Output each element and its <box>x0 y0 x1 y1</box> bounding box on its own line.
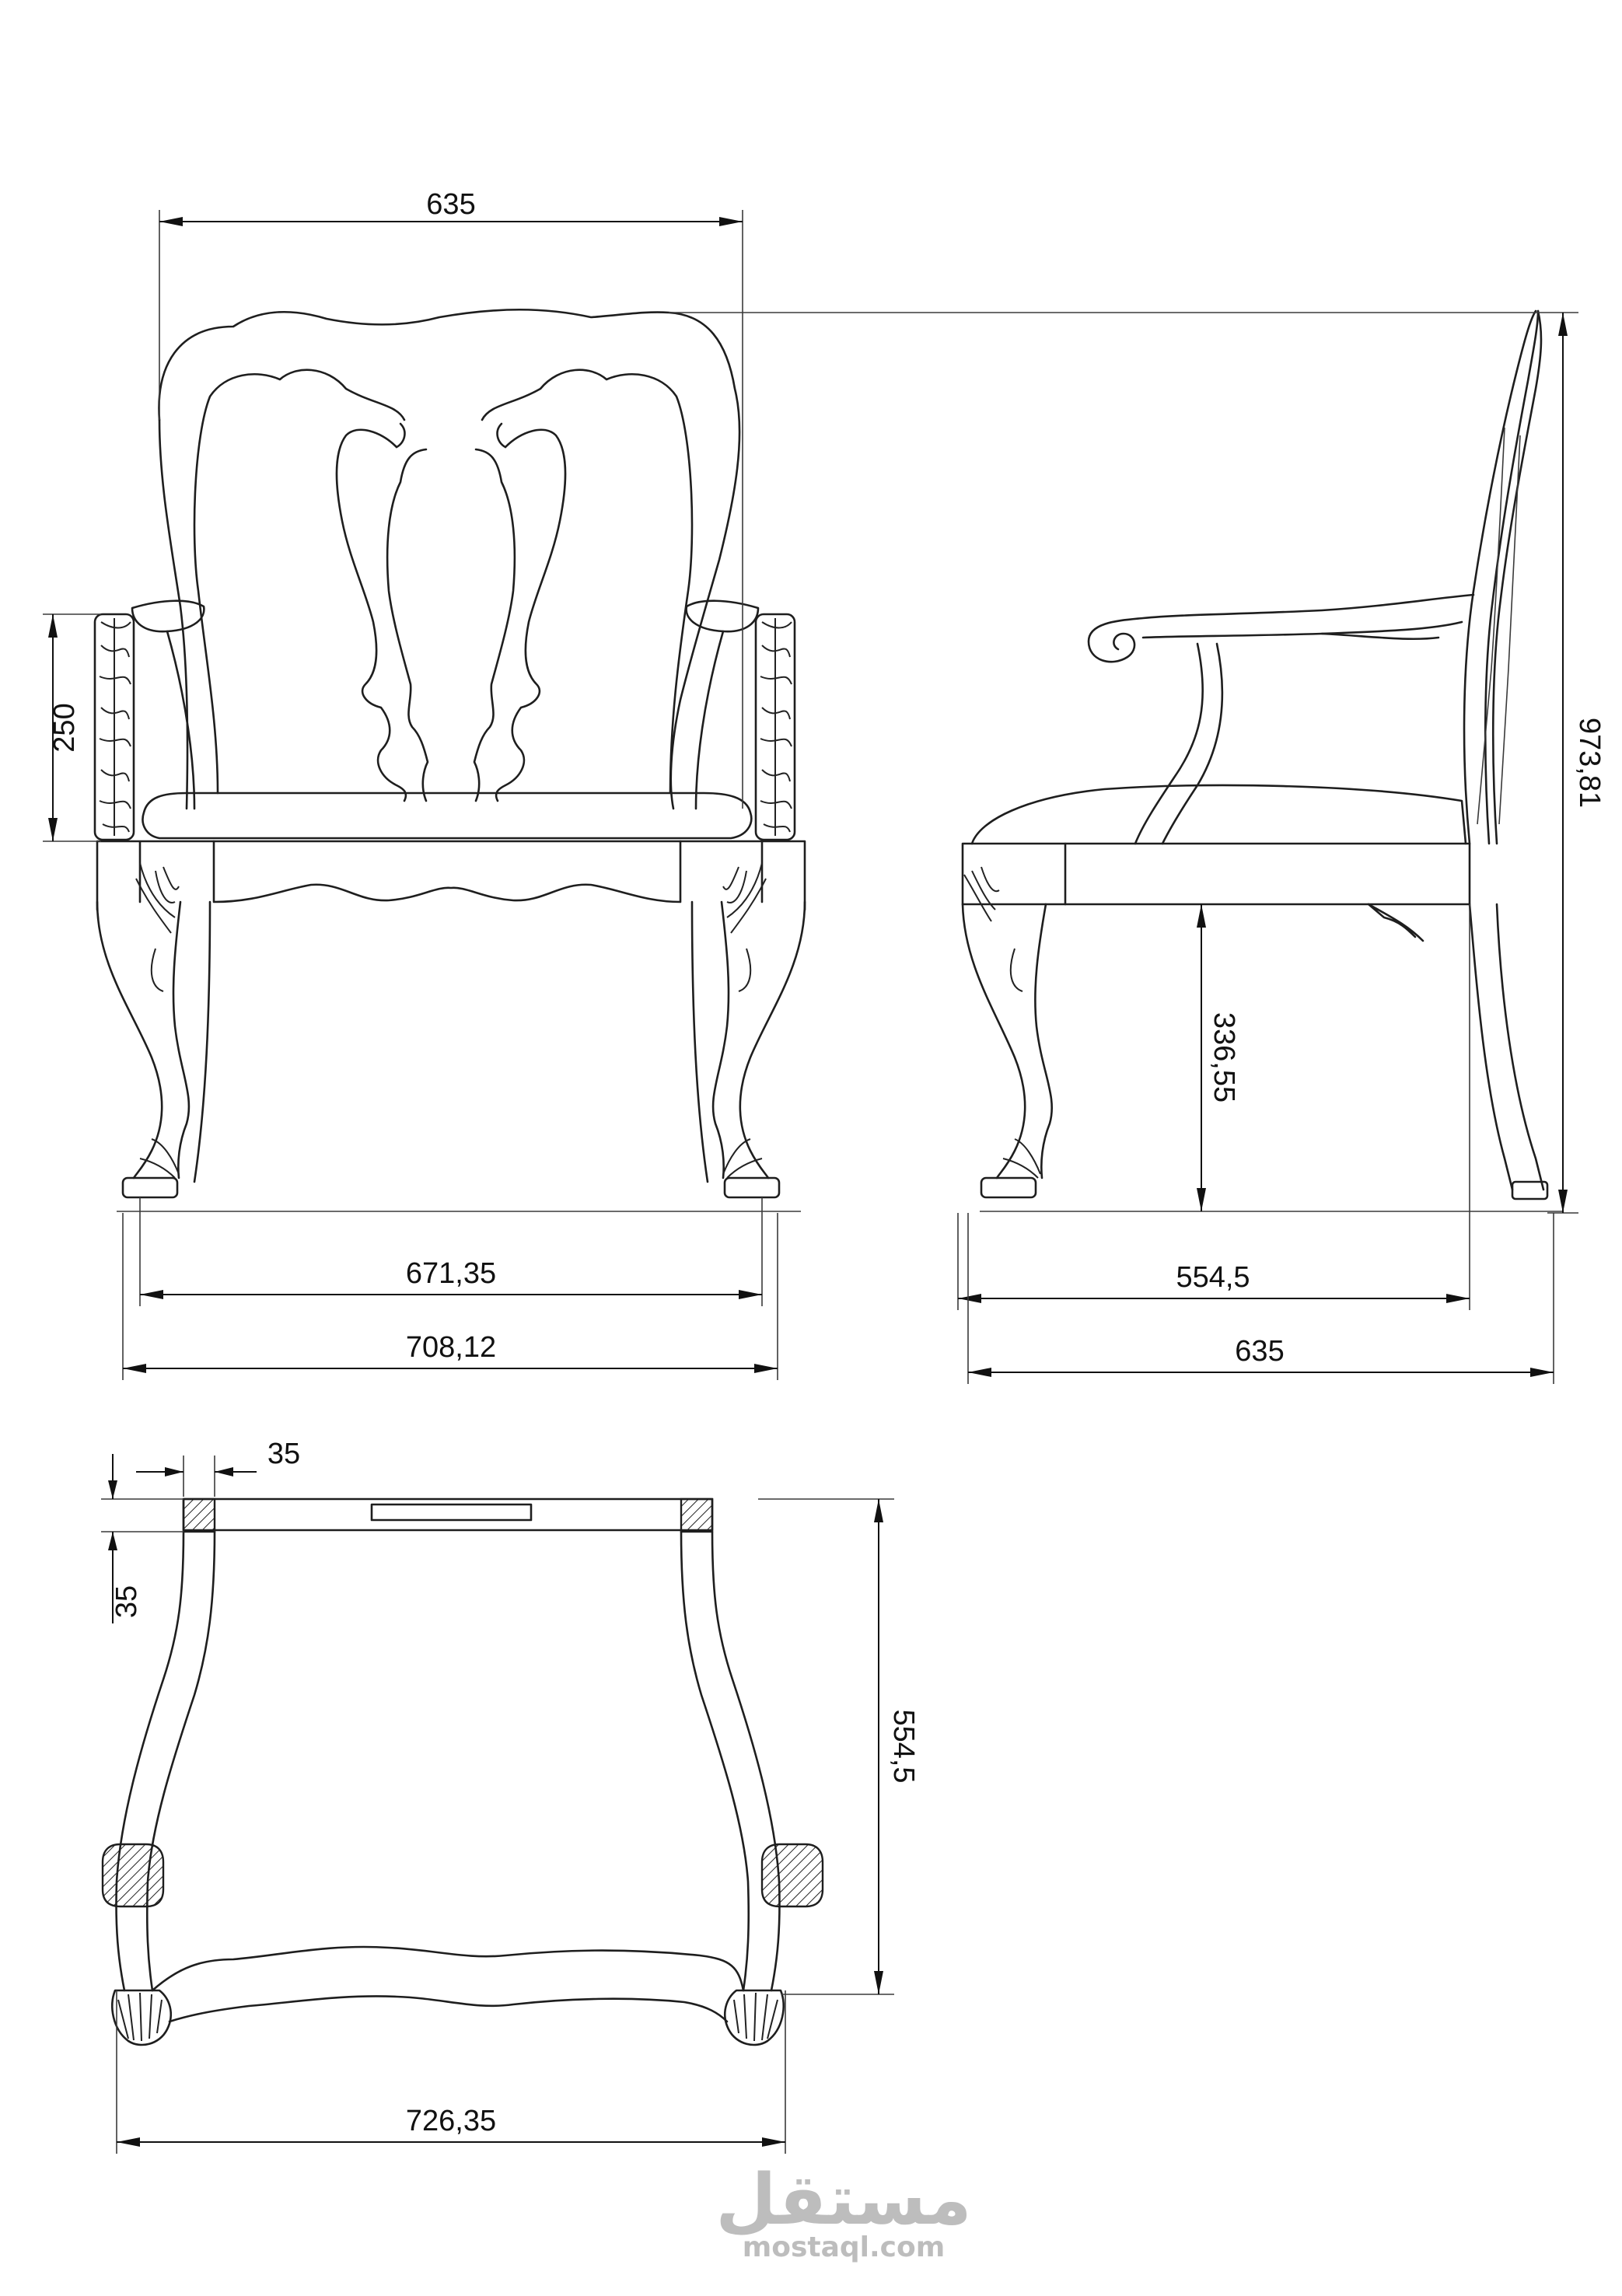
front-backrest-inner <box>193 369 406 795</box>
side-view <box>961 309 1563 1212</box>
side-back-leg <box>1468 903 1549 1200</box>
side-front-leg <box>961 866 1053 1199</box>
plan-shell-carving-left <box>111 1989 172 2046</box>
front-view <box>93 308 806 1212</box>
dimension-front-inner-width: 671,35 <box>139 1197 763 1306</box>
dimension-front-arm-height: 250 <box>43 613 101 842</box>
dimension-plan-depth: 554,5 <box>758 1498 920 1995</box>
dim-front-outer-width-label: 708,12 <box>406 1331 496 1364</box>
dimension-plan-member-depth: 35 <box>101 1454 184 1623</box>
plan-back-post-right <box>680 1497 714 1533</box>
side-seat-rail <box>961 842 1471 906</box>
dimension-side-outer-depth: 635 <box>967 1213 1554 1384</box>
side-armrest <box>1087 593 1475 663</box>
side-arm-support <box>1134 642 1204 845</box>
dimension-plan-member-width: 35 <box>136 1438 300 1497</box>
dim-front-arm-height-label: 250 <box>48 703 81 752</box>
plan-back-slot <box>370 1503 533 1522</box>
front-arm-right <box>685 599 760 633</box>
dim-side-inner-depth-label: 554,5 <box>1176 1261 1250 1294</box>
plan-side-rail-left <box>115 1530 185 1992</box>
dimension-plan-width: 726,35 <box>116 1990 786 2154</box>
plan-view <box>101 1497 824 2046</box>
side-back-post <box>1463 309 1537 845</box>
dim-plan-member-width-label: 35 <box>267 1438 300 1470</box>
dimension-side-inner-depth: 554,5 <box>957 904 1470 1310</box>
watermark-latin: mostaql.com <box>743 2231 946 2263</box>
side-seat-cushion <box>970 784 1467 845</box>
plan-side-rail-right <box>711 1530 781 1992</box>
dimension-side-total-height: 973,81 <box>669 312 1606 1214</box>
front-arm-support-right <box>754 613 796 841</box>
dim-plan-depth-label: 554,5 <box>887 1709 920 1783</box>
front-arm-left <box>131 599 205 633</box>
front-leg-left <box>96 862 211 1199</box>
front-splat-right <box>495 428 567 802</box>
plan-back-post-left <box>182 1497 216 1533</box>
dim-side-total-height-label: 973,81 <box>1573 718 1606 808</box>
plan-arm-post-left <box>101 1843 165 1908</box>
front-seat-cushion <box>142 792 753 840</box>
dim-plan-width-label: 726,35 <box>406 2105 496 2137</box>
dimension-front-outer-width: 708,12 <box>122 1213 778 1380</box>
mostaql-watermark: مستقل mostaql.com <box>715 2159 971 2263</box>
watermark-arabic: مستقل <box>715 2159 971 2241</box>
dim-front-top-width-label: 635 <box>426 188 475 221</box>
front-leg-right <box>690 862 806 1199</box>
plan-arm-post-right <box>760 1843 824 1908</box>
front-seat-rail <box>96 840 806 911</box>
dim-side-seat-height-label: 336,55 <box>1208 1012 1240 1103</box>
plan-front-rail <box>151 1945 745 1992</box>
dim-plan-member-depth-label: 35 <box>110 1585 143 1618</box>
front-splat-left <box>335 428 407 802</box>
front-arm-support-left <box>93 613 135 841</box>
plan-shell-carving-right <box>724 1989 785 2046</box>
dimension-front-top-width: 635 <box>159 188 743 809</box>
dimension-side-seat-height: 336,55 <box>1197 904 1240 1211</box>
dim-side-outer-depth-label: 635 <box>1235 1335 1284 1368</box>
front-backrest-outline <box>158 308 741 810</box>
dim-front-inner-width-label: 671,35 <box>406 1257 496 1290</box>
